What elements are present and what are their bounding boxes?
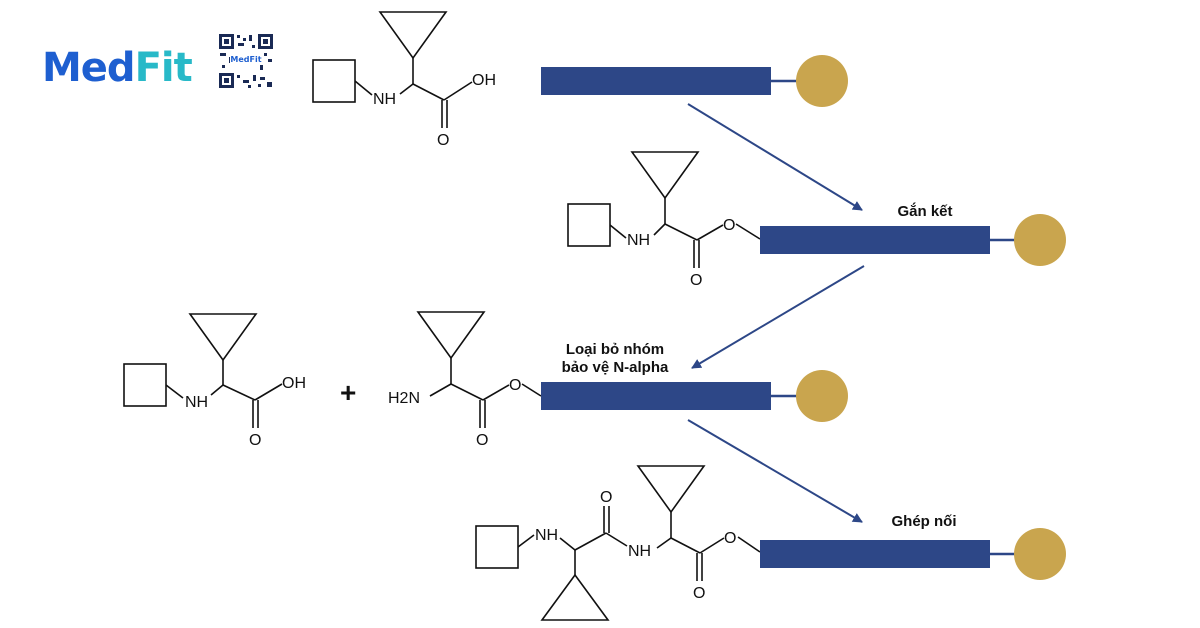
cyclopropyl-ring (630, 151, 700, 200)
resin-bead (796, 370, 848, 422)
qr-code-icon (218, 33, 274, 89)
cyclopropyl-ring (540, 573, 610, 621)
o-text: O (476, 432, 488, 449)
oh-text: OH (282, 375, 306, 392)
deprotected-amino-acid (416, 311, 542, 428)
arrow-couple (687, 419, 863, 523)
dipeptide (475, 465, 761, 621)
amino-acid-2 (123, 313, 283, 428)
step-label-deprotect-line1: Loại bỏ nhóm (565, 341, 665, 358)
resin-bar (760, 226, 990, 254)
resin-bar (541, 67, 771, 95)
qr-label: MedFit (230, 55, 262, 65)
resin-bar (541, 382, 771, 410)
cyclobutyl-ring (567, 203, 611, 247)
nh-text: NH (535, 527, 558, 544)
step-label-deprotect: Loại bỏ nhóm bảo vệ N-alpha (540, 341, 690, 377)
step-label-couple: Ghép nối (891, 513, 957, 530)
resin-bead (796, 55, 848, 107)
cyclopropyl-ring (416, 311, 486, 360)
attached-amino-acid (567, 151, 761, 268)
amino-acid-1 (312, 11, 473, 128)
o-text: O (509, 377, 521, 394)
nh-text: NH (373, 91, 396, 108)
medfit-logo: MedFit (42, 45, 193, 91)
cyclopropyl-ring (378, 11, 448, 60)
nh-text: NH (627, 232, 650, 249)
logo-part-fit: Fit (134, 45, 193, 91)
o-text: O (437, 132, 449, 149)
o-text: O (249, 432, 261, 449)
resin-bar (760, 540, 990, 568)
arrow-attach (687, 103, 863, 211)
o-text: O (690, 272, 702, 289)
cyclobutyl-ring (312, 59, 356, 103)
cyclobutyl-ring (123, 363, 167, 407)
h2n-text: H2N (388, 390, 420, 407)
logo-part-med: Med (42, 45, 136, 91)
o-text: O (724, 530, 736, 547)
arrow-deprotect (691, 265, 865, 369)
step-label-deprotect-line2: bảo vệ N-alpha (561, 359, 669, 376)
cyclopropyl-ring (188, 313, 258, 362)
nh-text: NH (628, 543, 651, 560)
nh-text: NH (185, 394, 208, 411)
step-label-attach: Gắn kết (897, 203, 953, 220)
o-text: O (693, 585, 705, 602)
plus-sign: + (340, 377, 356, 408)
o-text: O (723, 217, 735, 234)
resin-bead (1014, 214, 1066, 266)
cyclobutyl-ring (475, 525, 519, 569)
o-text: O (600, 489, 612, 506)
cyclopropyl-ring (636, 465, 706, 514)
oh-text: OH (472, 72, 496, 89)
resin-bead (1014, 528, 1066, 580)
